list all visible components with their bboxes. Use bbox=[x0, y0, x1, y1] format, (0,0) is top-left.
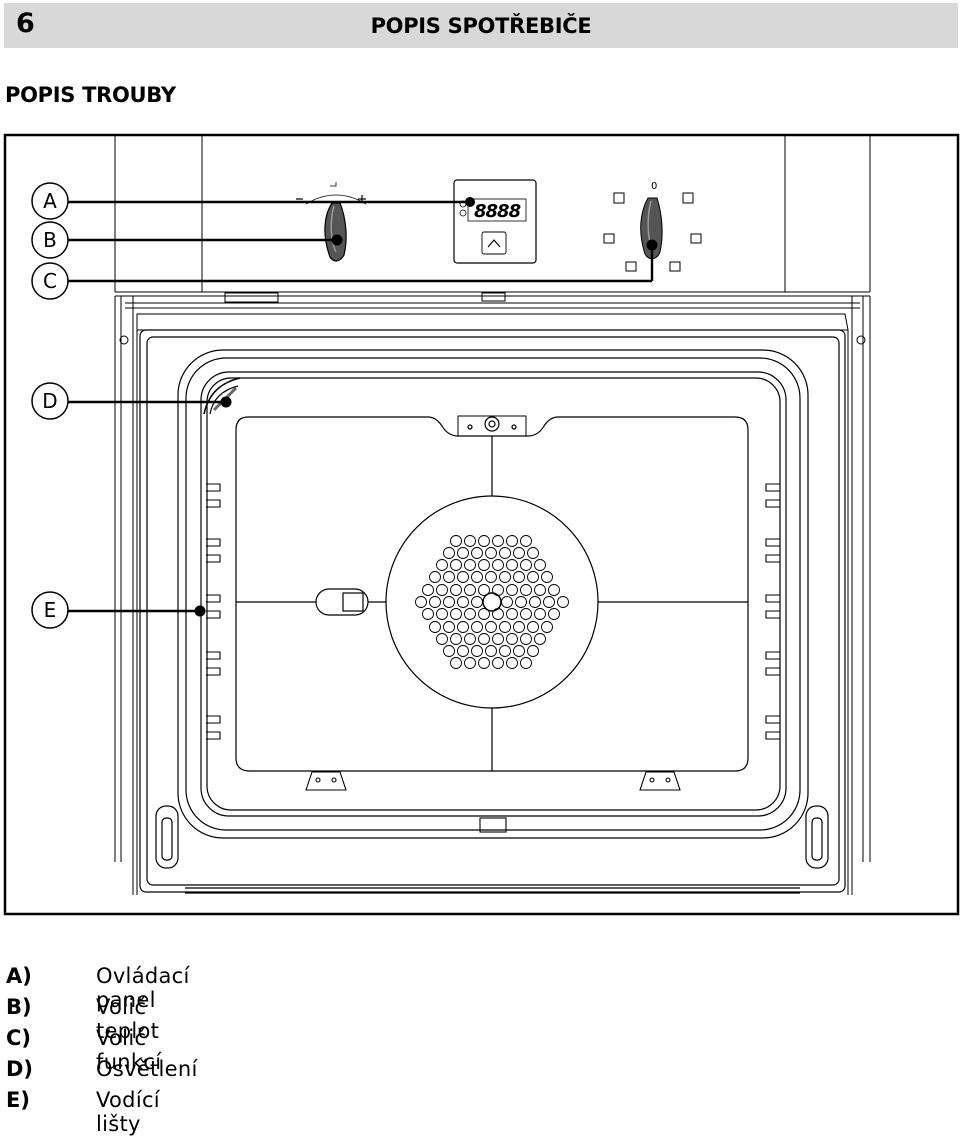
header-bar bbox=[4, 3, 958, 48]
legend-letter: B) bbox=[6, 995, 32, 1019]
callout-d: D bbox=[42, 389, 57, 413]
legend-text: Vodící lišty bbox=[96, 1088, 160, 1136]
legend-letter: C) bbox=[6, 1026, 32, 1050]
display-panel: 8888 bbox=[453, 179, 537, 264]
callout-e: E bbox=[44, 598, 57, 622]
fan-cover bbox=[385, 495, 599, 709]
shelf-guides-right bbox=[765, 483, 780, 740]
legend-text: Volič teplot bbox=[96, 995, 160, 1043]
legend-letter: A) bbox=[6, 964, 32, 988]
temperature-knob bbox=[296, 182, 367, 262]
legend-letter: E) bbox=[6, 1088, 30, 1112]
shelf-guides-left bbox=[206, 483, 221, 740]
page-title: POPIS SPOTŘEBIČE bbox=[370, 14, 592, 38]
callout-b: B bbox=[43, 228, 57, 252]
oven-lamp bbox=[203, 377, 241, 415]
display-digits: 8888 bbox=[474, 201, 521, 222]
callout-c: C bbox=[43, 269, 57, 293]
page-number: 6 bbox=[16, 8, 35, 39]
section-title: POPIS TROUBY bbox=[5, 83, 176, 107]
legend-text: Volič funkcí bbox=[96, 1026, 162, 1074]
legend-text: Osvětlení bbox=[96, 1057, 198, 1081]
legend-letter: D) bbox=[6, 1057, 34, 1081]
function-dial-zero: 0 bbox=[651, 181, 657, 192]
callout-a: A bbox=[43, 189, 57, 213]
legend-text: Ovládací panel bbox=[96, 964, 190, 1012]
